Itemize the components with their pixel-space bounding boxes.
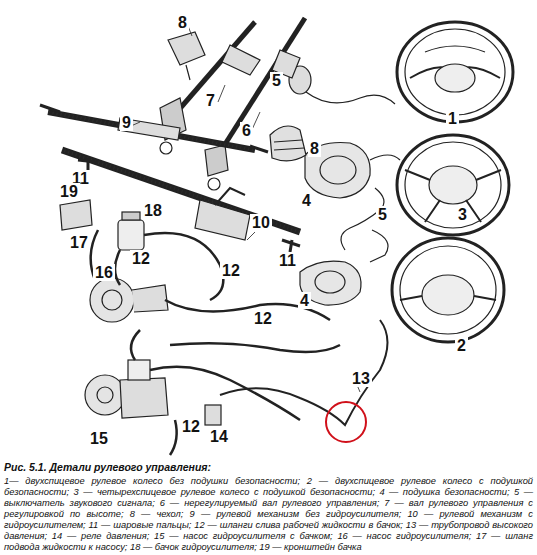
callout-number: 9: [120, 114, 133, 131]
callout-number: 16: [93, 264, 115, 281]
callout-number: 5: [270, 72, 283, 89]
shaft-6: [205, 18, 305, 190]
callout-number: 8: [308, 140, 321, 157]
callout-number: 7: [204, 92, 217, 109]
callout-number: 8: [176, 14, 189, 31]
callout-number: 10: [250, 214, 272, 231]
wheel-3: [397, 135, 509, 235]
callout-number: 4: [298, 292, 311, 309]
rack-9: [40, 105, 268, 152]
callout-number: 12: [252, 310, 274, 327]
callout-number: 12: [180, 418, 202, 435]
boot: [270, 126, 306, 161]
callout-number: 17: [68, 234, 90, 251]
callout-number: 12: [220, 262, 242, 279]
callout-number: 12: [130, 250, 152, 267]
callout-number: 3: [456, 206, 469, 223]
reservoir-bracket: [60, 200, 92, 230]
ball-joint: [78, 158, 96, 170]
callout-number: 4: [300, 192, 313, 209]
horn-switch: [289, 66, 395, 104]
leader-lines: [131, 26, 360, 392]
callout-number: 15: [88, 430, 110, 447]
callout-number: 11: [277, 252, 298, 269]
highlight-circle: [326, 402, 366, 442]
wheel-1: [397, 22, 513, 122]
bracket: [168, 32, 205, 80]
wheel-2: [392, 238, 504, 342]
caption-legend-text: 1— двухспицевое рулевое колесо без подуш…: [4, 476, 533, 553]
pressure-relay: [205, 405, 221, 425]
hoses: [91, 230, 340, 455]
callout-number: 5: [376, 206, 389, 223]
rack-10: [62, 150, 300, 240]
callout-number: 19: [58, 183, 80, 200]
callout-number: 6: [240, 122, 253, 139]
pump-16: [90, 278, 168, 322]
horn-wire: [370, 230, 388, 262]
callout-number: 13: [350, 370, 372, 387]
callout-number: 1: [446, 110, 459, 127]
callout-number: 18: [142, 202, 164, 219]
reservoir: [118, 212, 144, 250]
ball-joint: [282, 240, 300, 252]
callout-number: 14: [208, 428, 230, 445]
figure-caption: Рис. 5.1. Детали рулевого управления:: [4, 461, 532, 473]
callout-number: 2: [455, 337, 468, 354]
